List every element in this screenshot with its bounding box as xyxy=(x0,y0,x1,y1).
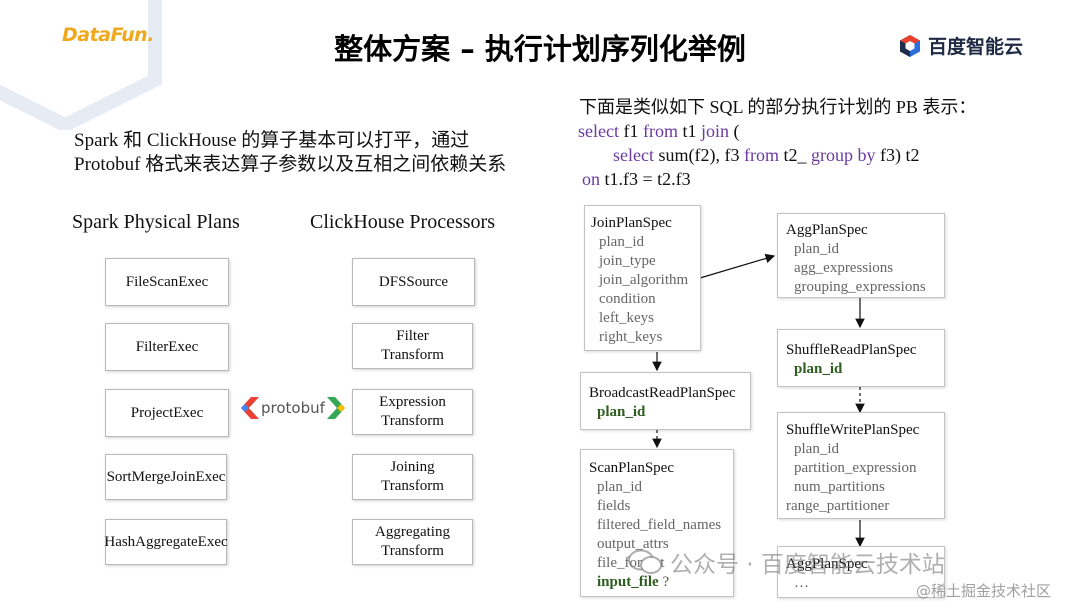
spec-field: plan_id xyxy=(599,234,644,250)
intro-text: Spark 和 ClickHouse 的算子基本可以打平，通过 Protobuf… xyxy=(74,130,507,175)
wechat-icon xyxy=(628,549,662,574)
clickhouse-processor-item: Joining Transform xyxy=(352,454,473,500)
spec-field: condition xyxy=(599,291,656,307)
spark-plan-item: FilterExec xyxy=(105,323,229,371)
page-title: 整体方案 – 执行计划序列化举例 xyxy=(334,32,746,66)
spec-name: AggPlanSpec xyxy=(786,222,868,238)
spec-name: ShuffleWritePlanSpec xyxy=(786,422,920,438)
clickhouse-processor-item: Expression Transform xyxy=(352,389,473,435)
spec-field: plan_id xyxy=(597,479,642,495)
shuffle-read-plan-spec: ShuffleReadPlanSpec plan_id xyxy=(777,329,945,387)
spark-plan-item: ProjectExec xyxy=(105,389,229,437)
spec-name: ScanPlanSpec xyxy=(589,460,674,476)
clickhouse-processor-item: Filter Transform xyxy=(352,323,473,369)
sql-intro-text: 下面是类似如下 SQL 的部分执行计划的 PB 表示： xyxy=(579,97,977,117)
datafun-logo: DataFun. xyxy=(62,24,154,46)
sql-text: sum(f2), f3 xyxy=(653,145,744,165)
sql-text: ( xyxy=(729,121,740,141)
sql-line-3: on t1.f3 = t2.f3 xyxy=(582,169,691,190)
spec-field-row: input_file ? xyxy=(589,573,733,592)
juejin-watermark: @稀土掘金技术社区 xyxy=(916,582,1052,600)
spec-field: partition_expression xyxy=(794,460,917,476)
spec-field: grouping_expressions xyxy=(794,279,926,295)
hexagon-decoration xyxy=(0,0,162,130)
arrow-join-to-agg xyxy=(699,253,776,279)
sql-keyword: from xyxy=(642,121,678,141)
spec-name: JoinPlanSpec xyxy=(591,215,672,231)
sql-text: t2_ xyxy=(778,145,811,165)
spec-field: output_attrs xyxy=(597,536,669,552)
spec-field: fields xyxy=(597,498,631,514)
clickhouse-heading: ClickHouse Processors xyxy=(310,211,495,233)
sql-line-1: select f1 from t1 join ( xyxy=(578,121,740,142)
sql-text: t1.f3 = t2.f3 xyxy=(600,169,691,189)
broadcast-read-plan-spec: BroadcastReadPlanSpec plan_id xyxy=(580,372,751,430)
spec-name: ShuffleReadPlanSpec xyxy=(786,342,917,358)
join-plan-spec: JoinPlanSpec plan_id join_type join_algo… xyxy=(584,205,701,351)
baidu-cloud-icon xyxy=(900,34,920,57)
spec-field: left_keys xyxy=(599,310,654,326)
spark-heading: Spark Physical Plans xyxy=(72,211,240,233)
agg-plan-spec: AggPlanSpec plan_id agg_expressions grou… xyxy=(777,213,945,298)
baidu-cloud-text: 百度智能云 xyxy=(928,36,1024,58)
sql-keyword: select xyxy=(613,145,654,165)
spec-field: … xyxy=(794,575,809,591)
sql-text: t1 xyxy=(677,121,701,141)
protobuf-left-chevron-icon xyxy=(241,397,259,419)
protobuf-right-chevron-icon xyxy=(326,397,345,419)
spark-plan-item: FileScanExec xyxy=(105,258,229,306)
spec-name: BroadcastReadPlanSpec xyxy=(589,385,736,401)
watermark-text: 公众号 · 百度智能云技术站 xyxy=(670,552,945,578)
clickhouse-processor-item: Aggregating Transform xyxy=(352,519,473,565)
spec-field-bold: plan_id xyxy=(794,361,843,377)
spec-name: AggPlanSpec xyxy=(786,556,868,572)
datafun-logo-text: DataFun. xyxy=(62,24,154,46)
baidu-cloud-logo: 百度智能云 xyxy=(898,32,1023,59)
sql-keyword: join xyxy=(701,121,730,141)
spec-field: num_partitions xyxy=(794,479,885,495)
sql-text: f3) t2 xyxy=(875,145,920,165)
shuffle-write-plan-spec: ShuffleWritePlanSpec plan_id partition_e… xyxy=(777,412,945,519)
spec-field: right_keys xyxy=(599,329,663,345)
spec-field: plan_id xyxy=(794,241,839,257)
spec-field: join_algorithm xyxy=(599,272,689,288)
clickhouse-processor-item: DFSSource xyxy=(352,258,475,306)
sql-text: f1 xyxy=(618,121,643,141)
spec-field-bold: input_file xyxy=(597,574,659,590)
sql-keyword: select xyxy=(578,121,619,141)
protobuf-logo: protobuf xyxy=(241,397,345,419)
wechat-watermark: 公众号 · 百度智能云技术站 xyxy=(628,545,945,579)
spec-field-suffix: ? xyxy=(662,574,670,590)
sql-keyword: group by xyxy=(810,145,876,165)
spec-field: plan_id xyxy=(794,441,839,457)
agg-plan-spec-2: AggPlanSpec … xyxy=(777,546,945,598)
spec-field: agg_expressions xyxy=(794,260,894,276)
sql-line-2: select sum(f2), f3 from t2_ group by f3)… xyxy=(613,145,919,166)
spark-plan-item: SortMergeJoinExec xyxy=(105,454,227,500)
sql-keyword: from xyxy=(743,145,779,165)
spec-field: filtered_field_names xyxy=(597,517,722,533)
spec-field-bold: plan_id xyxy=(597,404,646,420)
spec-field: range_partitioner xyxy=(786,498,890,514)
protobuf-label: protobuf xyxy=(261,399,325,417)
spec-field: join_type xyxy=(599,253,656,269)
spark-plan-item: HashAggregateExec xyxy=(104,519,228,565)
sql-keyword: on xyxy=(582,169,600,189)
scan-plan-spec: ScanPlanSpec plan_id fields filtered_fie… xyxy=(580,449,734,597)
